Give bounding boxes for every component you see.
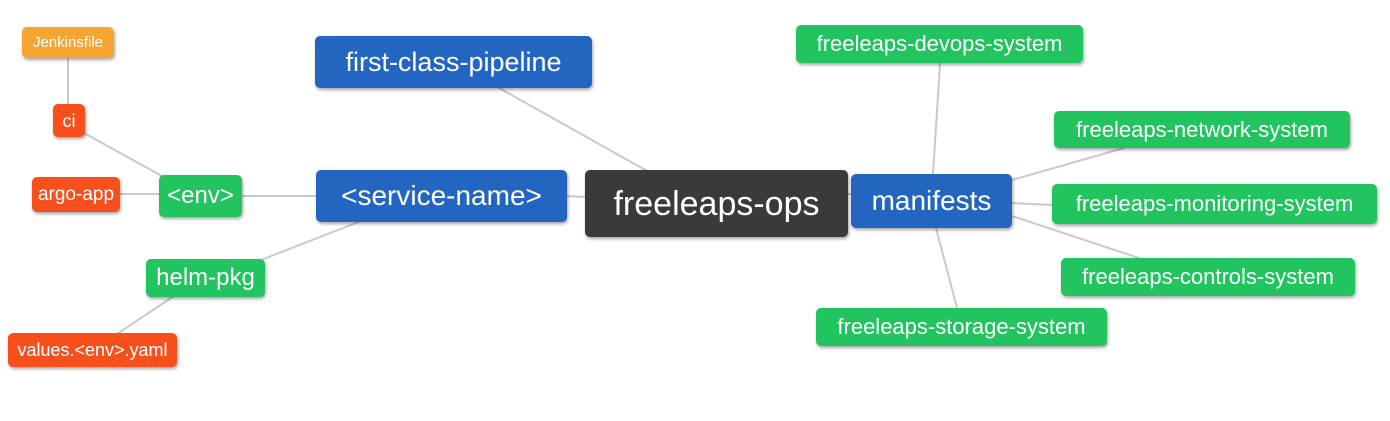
node-service-name[interactable]: <service-name> [316, 170, 567, 222]
edge-manifests-network [1011, 147, 1125, 181]
edge-helm-pkg-values [116, 295, 175, 335]
node-jenkinsfile[interactable]: Jenkinsfile [22, 27, 114, 58]
node-root-freeleaps-ops[interactable]: freeleaps-ops [585, 170, 848, 237]
node-ci[interactable]: ci [53, 104, 85, 137]
node-freeleaps-monitoring-system[interactable]: freeleaps-monitoring-system [1052, 184, 1377, 224]
node-argo-app[interactable]: argo-app [32, 177, 120, 212]
node-manifests[interactable]: manifests [851, 174, 1012, 228]
node-helm-pkg[interactable]: helm-pkg [146, 259, 265, 297]
edge-service-name-helm-pkg [260, 220, 362, 261]
node-values-env-yaml[interactable]: values.<env>.yaml [8, 333, 177, 367]
node-env[interactable]: <env> [159, 175, 242, 217]
edge-root-first-class-pipeline [498, 87, 650, 173]
edge-manifests-devops [932, 63, 941, 175]
node-first-class-pipeline[interactable]: first-class-pipeline [315, 36, 592, 88]
edge-manifests-monitoring [1011, 202, 1054, 206]
node-freeleaps-network-system[interactable]: freeleaps-network-system [1054, 111, 1350, 148]
edge-env-ci [83, 132, 163, 177]
node-freeleaps-devops-system[interactable]: freeleaps-devops-system [796, 25, 1083, 63]
node-freeleaps-storage-system[interactable]: freeleaps-storage-system [816, 308, 1107, 346]
edge-root-service-name [565, 195, 587, 198]
node-freeleaps-controls-system[interactable]: freeleaps-controls-system [1061, 258, 1355, 296]
edge-manifests-storage [935, 227, 958, 309]
edge-manifests-controls [1011, 215, 1140, 259]
